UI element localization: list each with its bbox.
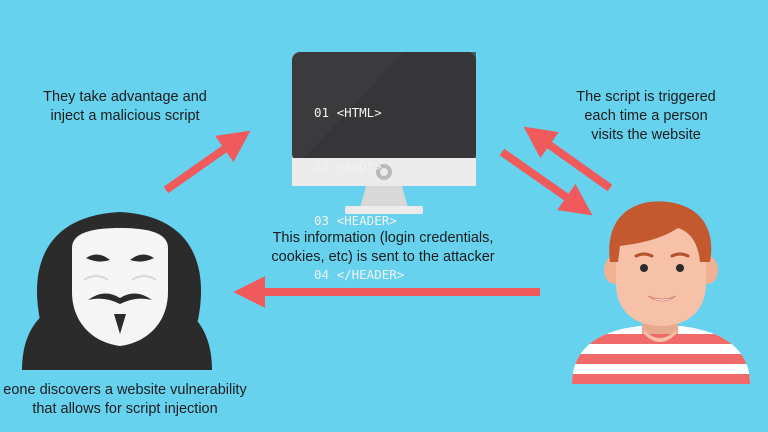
code-line: 04 </HEADER> [314, 267, 405, 282]
arrow-icon [163, 130, 251, 194]
arrow-icon [499, 148, 593, 216]
arrows [163, 126, 613, 308]
caption-info-sent: This information (login credentials,cook… [271, 230, 495, 265]
code-snippet: 01 <HTML> 02 <BODY> 03 <HEADER> 04 </HEA… [314, 68, 404, 320]
code-line: 02 <BODY> [314, 159, 382, 174]
code-line: 03 <HEADER> [314, 213, 397, 228]
user-icon [572, 201, 750, 384]
arrow-icon [523, 126, 613, 192]
code-line: 01 <HTML> [314, 105, 382, 120]
computer-monitor-icon [292, 52, 476, 214]
hacker-icon [22, 212, 212, 370]
